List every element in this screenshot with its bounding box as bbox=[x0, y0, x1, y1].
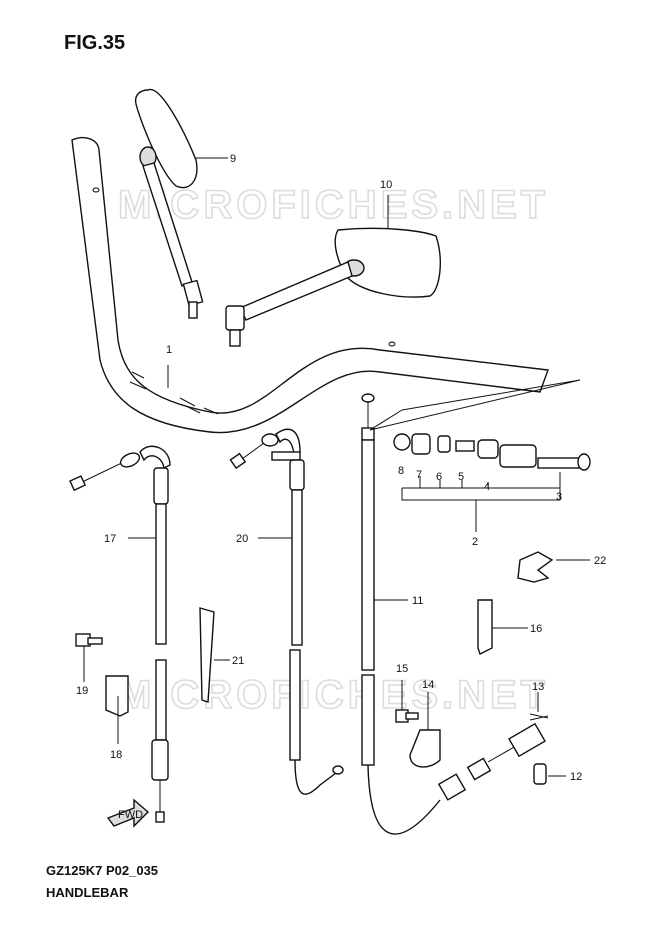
callout-5: 5 bbox=[458, 471, 464, 483]
callout-16: 16 bbox=[530, 623, 542, 635]
watermark-top: MICROFICHES.NET bbox=[118, 183, 549, 227]
callout-7: 7 bbox=[416, 469, 422, 481]
callout-22: 22 bbox=[594, 555, 606, 567]
callout-18: 18 bbox=[110, 749, 122, 761]
choke-cable[interactable] bbox=[229, 428, 344, 795]
fwd-label: FWD bbox=[118, 809, 143, 821]
weight-assembly[interactable] bbox=[369, 379, 591, 471]
cotter-pin[interactable] bbox=[529, 713, 549, 721]
figure-title: FIG.35 bbox=[64, 32, 126, 54]
throttle-cable[interactable] bbox=[69, 445, 171, 823]
callout-13: 13 bbox=[532, 681, 544, 693]
pin[interactable] bbox=[533, 763, 547, 785]
callout-6: 6 bbox=[436, 471, 442, 483]
callout-8: 8 bbox=[398, 465, 404, 477]
callout-17: 17 bbox=[104, 533, 116, 545]
brake-cable[interactable] bbox=[361, 393, 546, 835]
section-name: HANDLEBAR bbox=[46, 885, 129, 900]
cable-clamp[interactable] bbox=[409, 729, 441, 768]
callout-1: 1 bbox=[166, 344, 172, 356]
callout-19: 19 bbox=[76, 685, 88, 697]
callout-10: 10 bbox=[380, 179, 392, 191]
mount-bracket[interactable] bbox=[105, 675, 129, 717]
handlebar[interactable] bbox=[71, 136, 549, 434]
forward-arrow: FWD bbox=[106, 798, 150, 828]
model-code: GZ125K7 P02_035 bbox=[46, 863, 159, 878]
callout-3: 3 bbox=[556, 491, 562, 503]
callout-9: 9 bbox=[230, 153, 236, 165]
cable-tie[interactable] bbox=[199, 607, 215, 703]
callout-2: 2 bbox=[472, 536, 478, 548]
callout-21: 21 bbox=[232, 655, 244, 667]
wire-clip[interactable] bbox=[517, 551, 554, 583]
mirror-right[interactable] bbox=[225, 227, 441, 347]
callout-14: 14 bbox=[422, 679, 434, 691]
callout-15: 15 bbox=[396, 663, 408, 675]
bolt-19[interactable] bbox=[75, 633, 103, 647]
callout-20: 20 bbox=[236, 533, 248, 545]
watermark-bottom: MICROFICHES.NET bbox=[118, 673, 549, 717]
callout-12: 12 bbox=[570, 771, 582, 783]
mirror-left[interactable] bbox=[134, 88, 204, 319]
cable-bracket[interactable] bbox=[477, 599, 493, 655]
callout-4: 4 bbox=[484, 481, 490, 493]
callout-11: 11 bbox=[412, 595, 423, 607]
